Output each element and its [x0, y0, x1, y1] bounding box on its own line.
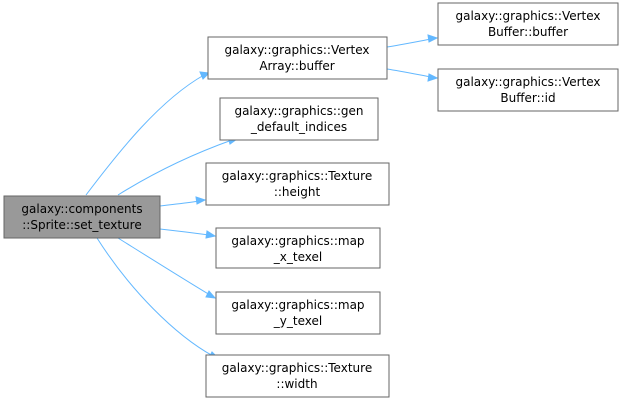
- node-map-x-texel-line2: _x_texel: [273, 250, 322, 264]
- node-map-x-texel[interactable]: galaxy::graphics::map _x_texel: [215, 227, 381, 269]
- node-map-y-texel-line2: _y_texel: [273, 314, 322, 328]
- node-map-x-texel-line1: galaxy::graphics::map: [231, 234, 364, 248]
- node-texture-height-line1: galaxy::graphics::Texture: [222, 169, 372, 183]
- node-vertex-array-buffer-line2: Array::buffer: [259, 59, 334, 73]
- node-vertex-buffer-id-line1: galaxy::graphics::Vertex: [455, 75, 600, 89]
- node-root-line2: ::Sprite::set_texture: [22, 218, 141, 232]
- node-vertex-buffer-id[interactable]: galaxy::graphics::Vertex Buffer::id: [437, 68, 619, 112]
- arrowhead-vertex-buffer-buffer: [427, 34, 439, 43]
- node-vertex-buffer-buffer[interactable]: galaxy::graphics::Vertex Buffer::buffer: [437, 2, 619, 46]
- edge-root-to-texture-width: [96, 237, 214, 357]
- edge-root-to-map-x-texel: [159, 228, 210, 236]
- node-vertex-array-buffer-line1: galaxy::graphics::Vertex: [224, 43, 369, 57]
- arrowhead-texture-height: [195, 196, 207, 205]
- edge-vertex-array-to-vertex-buffer-buffer: [386, 38, 432, 48]
- arrowhead-map-y-texel: [205, 290, 217, 299]
- edge-vertex-array-to-vertex-buffer-id: [386, 68, 432, 78]
- arrowhead-map-x-texel: [205, 230, 217, 239]
- node-texture-width-line2: ::width: [276, 377, 317, 391]
- node-map-y-texel-line1: galaxy::graphics::map: [231, 298, 364, 312]
- node-gen-default-indices-line1: galaxy::graphics::gen: [234, 104, 363, 118]
- node-texture-width-line1: galaxy::graphics::Texture: [222, 361, 372, 375]
- node-texture-height[interactable]: galaxy::graphics::Texture ::height: [205, 162, 390, 206]
- node-vertex-buffer-id-line2: Buffer::id: [500, 91, 555, 105]
- node-gen-default-indices[interactable]: galaxy::graphics::gen _default_indices: [219, 97, 379, 141]
- node-vertex-buffer-buffer-line1: galaxy::graphics::Vertex: [455, 9, 600, 23]
- node-texture-width[interactable]: galaxy::graphics::Texture ::width: [205, 354, 390, 398]
- node-root[interactable]: galaxy::components ::Sprite::set_texture: [3, 195, 161, 239]
- edge-root-to-map-y-texel: [117, 237, 211, 296]
- node-texture-height-line2: ::height: [274, 185, 321, 199]
- node-root-line1: galaxy::components: [21, 202, 142, 216]
- node-vertex-buffer-buffer-line2: Buffer::buffer: [488, 25, 568, 39]
- edge-root-to-vertex-array-buffer: [85, 74, 205, 196]
- edge-root-to-texture-height: [159, 200, 200, 207]
- node-gen-default-indices-line2: _default_indices: [250, 120, 347, 134]
- arrowhead-vertex-array-buffer: [199, 71, 211, 80]
- edge-root-to-gen-default-indices: [117, 139, 233, 196]
- node-map-y-texel[interactable]: galaxy::graphics::map _y_texel: [215, 291, 381, 335]
- node-vertex-array-buffer[interactable]: galaxy::graphics::Vertex Array::buffer: [207, 36, 388, 80]
- arrowhead-vertex-buffer-id: [427, 73, 439, 82]
